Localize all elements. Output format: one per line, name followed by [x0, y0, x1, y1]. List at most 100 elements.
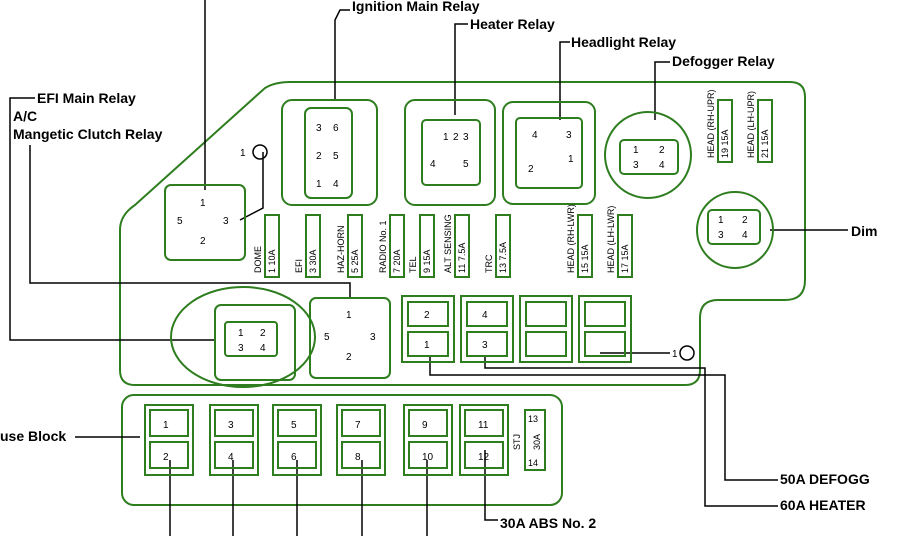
- dim-relay: 1 2 3 4: [696, 191, 774, 269]
- mid-fuses: 2 1 4 3: [401, 295, 632, 363]
- svg-text:4: 4: [260, 343, 266, 354]
- svg-text:3: 3: [316, 123, 322, 134]
- block-fuse-1: 12: [144, 404, 194, 476]
- svg-text:3: 3: [238, 343, 244, 354]
- fuse-number: 17 15A: [620, 244, 630, 273]
- svg-text:3: 3: [463, 132, 469, 143]
- headlight-relay: 4 3 2 1: [502, 101, 596, 205]
- svg-text:1: 1: [568, 154, 574, 165]
- svg-text:1: 1: [346, 310, 352, 321]
- fuse-number: 11 7.5A: [457, 243, 467, 273]
- svg-text:13: 13: [528, 414, 538, 424]
- svg-text:2: 2: [346, 352, 352, 363]
- fuse-13: 13 7.5A TRC: [484, 214, 511, 278]
- stj-fuse: 13 30A STJ 14: [512, 409, 546, 471]
- fuse-number: 15 15A: [580, 244, 590, 273]
- ac-label: A/C: [13, 108, 37, 124]
- magnetic-clutch-relay: 1 5 3 2: [309, 297, 391, 379]
- heater-relay: 1 2 3 4 5: [404, 99, 496, 206]
- ref-1-right: 1: [672, 349, 678, 360]
- svg-text:2: 2: [424, 310, 430, 321]
- svg-text:2: 2: [260, 328, 266, 339]
- svg-text:6: 6: [333, 123, 339, 134]
- block-fuse-top: 3: [228, 420, 234, 431]
- svg-text:1: 1: [443, 132, 449, 143]
- svg-text:3: 3: [223, 216, 229, 227]
- fuse-name: HEAD (RH-LWR): [566, 204, 576, 273]
- svg-text:2: 2: [453, 132, 459, 143]
- svg-text:4: 4: [430, 159, 436, 170]
- defogger-relay: 1 2 3 4: [604, 111, 692, 199]
- ref-1-left: 1: [240, 148, 246, 159]
- svg-text:2: 2: [528, 164, 534, 175]
- fuse-name: HEAD (LH-LWR): [606, 206, 616, 273]
- svg-text:4: 4: [482, 310, 488, 321]
- defogger-relay-label: Defogger Relay: [672, 53, 775, 69]
- svg-text:30A: 30A: [532, 434, 542, 450]
- block-fuse-bottom: 10: [422, 452, 434, 463]
- block-fuse-bottom: 2: [163, 452, 169, 463]
- block-fuse-9: 9 10: [403, 404, 453, 476]
- svg-text:5: 5: [177, 216, 183, 227]
- fuse-21: 21 15A HEAD (LH-UPR): [746, 91, 773, 163]
- svg-text:5: 5: [333, 151, 339, 162]
- block-fuse-top: 11: [478, 420, 489, 431]
- fuse-number: 3 30A: [308, 249, 318, 273]
- svg-text:5: 5: [324, 332, 330, 343]
- block-fuse-top: 1: [163, 420, 169, 431]
- svg-text:1: 1: [200, 198, 206, 209]
- block-fuse-7: 78: [336, 404, 386, 476]
- block-fuse-bottom: 12: [478, 452, 490, 463]
- fuse-name: EFI: [294, 259, 304, 273]
- ac-relay: 1 2 3 4: [170, 286, 316, 388]
- efi-main-relay: 1 5 3 2: [164, 184, 246, 261]
- svg-text:4: 4: [532, 130, 538, 141]
- ignition-main-relay: 3 6 2 5 1 4: [281, 99, 378, 206]
- fuse-number: 5 25A: [350, 249, 360, 273]
- headlight-relay-label: Headlight Relay: [571, 34, 676, 50]
- fuse-box-outline: [119, 81, 806, 386]
- ref-circle-1: [252, 144, 268, 160]
- block-fuse-bottom: 8: [355, 452, 361, 463]
- magnetic-clutch-relay-label: Mangetic Clutch Relay: [13, 126, 163, 142]
- fuse-name: HAZ-HORN: [336, 226, 346, 274]
- fuse-name: RADIO No. 1: [378, 220, 388, 273]
- fuse-block-outline: [121, 394, 563, 506]
- svg-text:2: 2: [659, 145, 665, 156]
- svg-text:1: 1: [718, 215, 724, 226]
- svg-text:3: 3: [566, 130, 572, 141]
- dim-label: Dim: [851, 223, 877, 239]
- svg-text:1: 1: [316, 179, 322, 190]
- svg-text:3: 3: [482, 340, 488, 351]
- fuse-name: ALT SENSING: [443, 214, 453, 273]
- fuse-5: 5 25A HAZ-HORN: [336, 214, 363, 278]
- fuse-17: 17 15A HEAD (LH-LWR): [606, 206, 633, 278]
- fuse-15: 15 15A HEAD (RH-LWR): [566, 204, 593, 278]
- fuse-name: HEAD (LH-UPR): [746, 91, 756, 158]
- fuse-name: TRC: [484, 254, 494, 273]
- fuse-name: HEAD (RH-UPR): [706, 89, 716, 158]
- leader-lines: [9, 0, 848, 536]
- fuse-number: 13 7.5A: [498, 242, 508, 273]
- block-fuse-top: 9: [422, 420, 428, 431]
- fuse-block-label: use Block: [0, 428, 66, 444]
- svg-text:3: 3: [633, 160, 639, 171]
- fuse-name: DOME: [253, 246, 263, 273]
- ignition-main-relay-label: Ignition Main Relay: [352, 0, 480, 14]
- svg-text:3: 3: [370, 332, 376, 343]
- fuse-number: 21 15A: [760, 129, 770, 158]
- block-fuse-5: 56: [272, 404, 322, 476]
- svg-text:2: 2: [316, 151, 322, 162]
- svg-text:1: 1: [633, 145, 639, 156]
- block-fuse-3: 34: [209, 404, 259, 476]
- svg-text:3: 3: [718, 230, 724, 241]
- ref-circle-2: [679, 345, 695, 361]
- fuse-3: 3 30A EFI: [294, 214, 321, 278]
- block-fuse-top: 5: [291, 420, 297, 431]
- heater-60a-label: 60A HEATER: [780, 497, 866, 513]
